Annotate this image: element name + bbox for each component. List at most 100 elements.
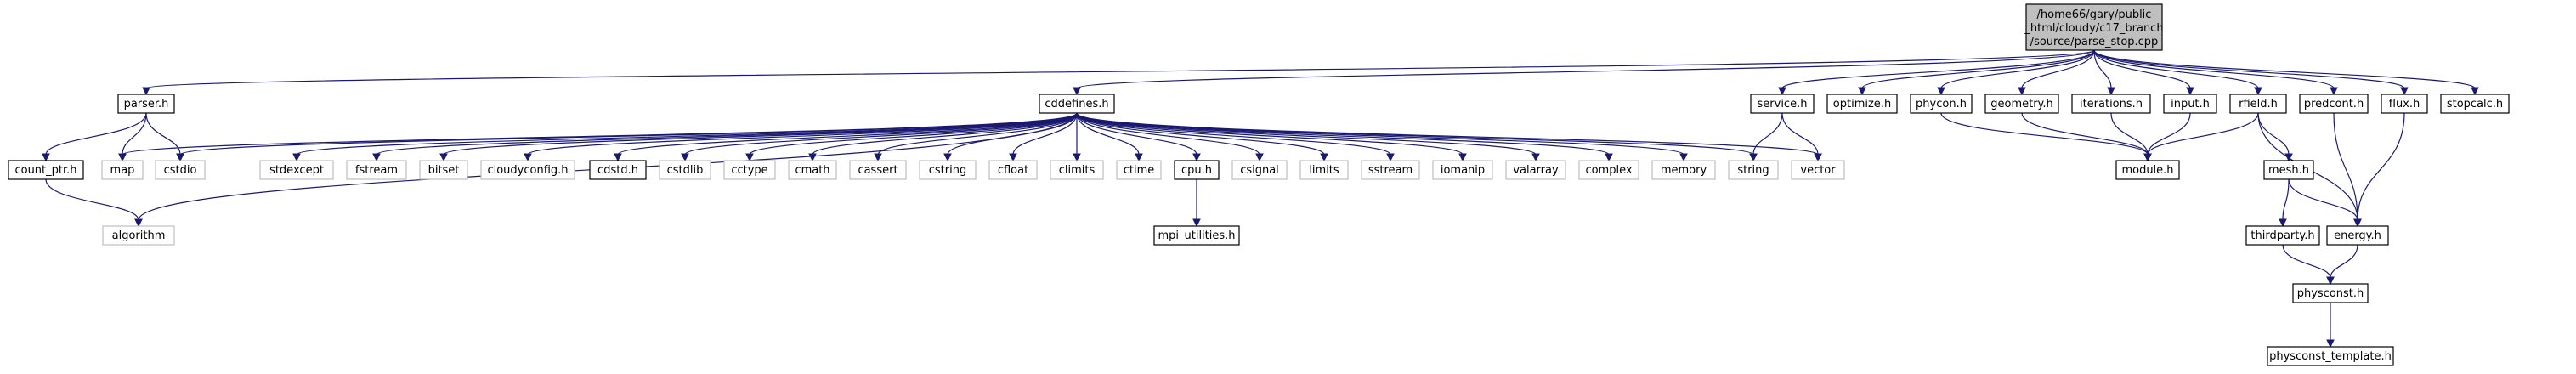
edge-cddefines-h-to-cpu-h — [1076, 112, 1197, 156]
node-box — [419, 160, 468, 180]
node-label: count_ptr.h — [14, 164, 76, 177]
node-parser-h[interactable]: parser.h — [117, 94, 175, 114]
node-phycon-h[interactable]: phycon.h — [1910, 94, 1973, 114]
node-label: cstring — [929, 164, 966, 177]
edge-root-to-parser-h — [145, 49, 2095, 89]
edge-mesh-h-to-thirdparty-h — [2282, 178, 2290, 221]
node-box — [1231, 160, 1288, 180]
node-box — [8, 160, 84, 180]
node-box — [259, 160, 334, 180]
edge-cddefines-h-to-memory — [1076, 112, 1684, 156]
node-input-h[interactable]: input.h — [2163, 94, 2217, 114]
node-label: parser.h — [124, 98, 169, 110]
edge-cddefines-h-to-csignal — [1076, 112, 1260, 156]
node-box — [1153, 225, 1240, 246]
edge-arrowhead — [524, 153, 532, 162]
node-predcont-h[interactable]: predcont.h — [2299, 94, 2369, 114]
node-box — [1505, 160, 1566, 180]
node-label: flux.h — [2389, 98, 2420, 110]
node-valarray: valarray — [1505, 160, 1566, 180]
root-label-line-2: _html/cloudy/c17_branch — [2024, 22, 2163, 35]
node-cdstd-h[interactable]: cdstd.h — [589, 160, 647, 180]
node-label: mpi_utilities.h — [1158, 230, 1235, 242]
edge-input-h-to-module-h — [2147, 112, 2191, 156]
node-box — [1174, 160, 1220, 180]
edge-arrowhead — [745, 153, 754, 162]
edge-cddefines-h-to-ctime — [1076, 112, 1140, 156]
node-geometry-h[interactable]: geometry.h — [1984, 94, 2059, 114]
node-count-ptr-h[interactable]: count_ptr.h — [8, 160, 84, 180]
node-stopcalc-h[interactable]: stopcalc.h — [2440, 94, 2510, 114]
node-flux-h[interactable]: flux.h — [2381, 94, 2428, 114]
node-cpu-h[interactable]: cpu.h — [1174, 160, 1220, 180]
edge-root-to-phycon-h — [1940, 49, 2095, 89]
edge-geometry-h-to-module-h — [2021, 112, 2149, 156]
node-label: optimize.h — [1833, 98, 1891, 110]
node-label: cdstd.h — [597, 164, 638, 177]
node-service-h[interactable]: service.h — [1750, 94, 1815, 114]
edge-cddefines-h-to-cfloat — [1012, 112, 1078, 156]
edge-thirdparty-h-to-physconst-h — [2282, 244, 2331, 279]
node-label: iomanip — [1441, 164, 1485, 177]
node-rfield-h[interactable]: rfield.h — [2229, 94, 2287, 114]
node-mpi-utilities-h[interactable]: mpi_utilities.h — [1153, 225, 1240, 246]
edge-arrowhead — [134, 218, 143, 228]
edge-arrowhead — [118, 153, 127, 162]
node-mesh-h[interactable]: mesh.h — [2263, 160, 2314, 180]
edge-arrowhead — [1386, 153, 1395, 162]
edge-arrowhead — [2107, 87, 2115, 96]
node-label: csignal — [1240, 164, 1279, 177]
edge-cddefines-h-to-stdexcept — [296, 112, 1078, 156]
edge-arrowhead — [1778, 87, 1786, 96]
node-label: cassert — [858, 164, 897, 177]
node-box — [2299, 94, 2369, 114]
node-fstream: fstream — [346, 160, 407, 180]
edge-arrowhead — [1814, 153, 1822, 162]
node-box — [1984, 94, 2059, 114]
node-energy-h[interactable]: energy.h — [2326, 225, 2389, 246]
edge-cddefines-h-to-iomanip — [1076, 112, 1464, 156]
node-ctime: ctime — [1116, 160, 1162, 180]
node-cddefines-h[interactable]: cddefines.h — [1039, 94, 1115, 114]
edge-root-to-stopcalc-h — [2093, 49, 2476, 89]
root-node-parse-stop-cpp[interactable]: /home66/gary/public _html/cloudy/c17_bra… — [2024, 3, 2164, 51]
edge-rfield-h-to-mesh-h — [2257, 112, 2290, 156]
edge-arrowhead — [1192, 218, 1201, 228]
node-box — [2326, 225, 2389, 246]
edge-cddefines-h-to-cloudyconfig-h — [527, 112, 1078, 156]
node-optimize-h[interactable]: optimize.h — [1826, 94, 1898, 114]
node-sstream: sstream — [1361, 160, 1420, 180]
node-label: cpu.h — [1181, 164, 1212, 177]
node-box — [1039, 94, 1115, 114]
edge-arrowhead — [1458, 153, 1467, 162]
edge-root-to-predcont-h — [2093, 49, 2335, 89]
node-box — [723, 160, 776, 180]
node-box — [1299, 160, 1349, 180]
edge-arrowhead — [2018, 87, 2026, 96]
node-box — [1728, 160, 1779, 180]
node-label: climits — [1059, 164, 1096, 177]
edge-arrowhead — [1937, 87, 1945, 96]
node-label: phycon.h — [1916, 98, 1967, 110]
node-physconst-template-h[interactable]: physconst_template.h — [2267, 346, 2394, 366]
node-label: stdexcept — [269, 164, 324, 177]
edge-arrowhead — [2326, 276, 2335, 286]
node-box — [117, 94, 175, 114]
node-label: complex — [1585, 164, 1632, 177]
node-box — [2292, 283, 2369, 303]
edge-arrowhead — [1320, 153, 1328, 162]
edge-arrowhead — [2186, 87, 2194, 96]
node-thirdparty-h[interactable]: thirdparty.h — [2245, 225, 2320, 246]
node-physconst-h[interactable]: physconst.h — [2292, 283, 2369, 303]
node-label: bitset — [428, 164, 460, 177]
edge-mesh-h-to-energy-h — [2288, 178, 2358, 221]
node-box — [988, 160, 1038, 180]
node-iomanip: iomanip — [1432, 160, 1493, 180]
node-module-h[interactable]: module.h — [2115, 160, 2180, 180]
node-vector: vector — [1791, 160, 1845, 180]
node-iterations-h[interactable]: iterations.h — [2071, 94, 2151, 114]
node-box — [155, 160, 206, 180]
edge-root-to-flux-h — [2093, 49, 2405, 89]
node-limits: limits — [1299, 160, 1349, 180]
